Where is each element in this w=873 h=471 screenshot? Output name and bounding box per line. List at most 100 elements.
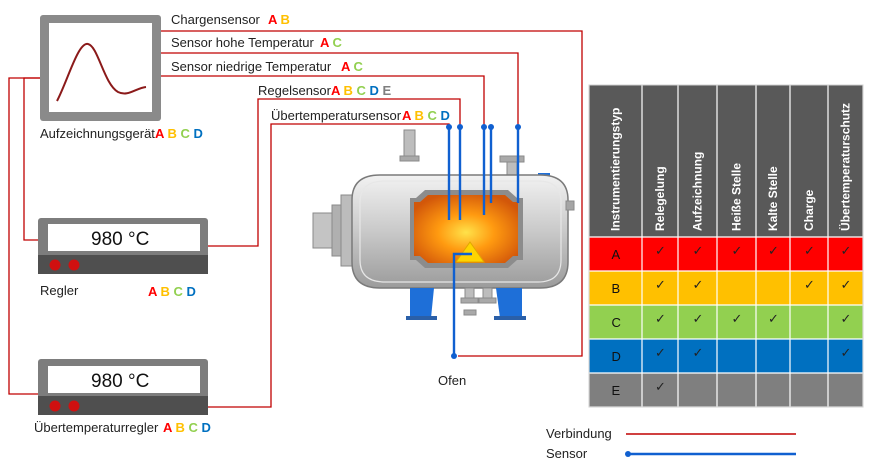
furnace-leg-right [496,288,522,318]
table-border [588,84,864,408]
letter-b: B [172,420,185,435]
table-header-5: Charge [802,189,816,231]
overtemp-controller-label: Übertemperaturregler [34,420,159,435]
legend-sensor-label: Sensor [546,446,588,461]
overtemp-controller-led-left [49,400,61,412]
legend: Verbindung Sensor [546,426,796,461]
furnace-bottom-nozzle-left-cap [460,297,479,304]
table-row [589,237,863,271]
letter-a: A [163,420,173,435]
table-row-type: C [612,315,621,330]
letter-d: D [366,83,379,98]
check-mark: ✓ [804,244,815,259]
controller-display [48,224,200,251]
sensor-line-charge [452,252,472,356]
table-row-type: E [612,383,621,398]
check-mark: ✓ [768,312,779,327]
overtemp-controller-letters: A B C D [163,420,211,435]
connection-line-high-temp [160,52,519,127]
letter-b: B [411,108,424,123]
letter-b: B [157,284,170,299]
sensor-labels: Chargensensor A B Sensor hohe Temperatur… [171,12,450,123]
check-mark: ✓ [693,312,704,327]
check-mark: ✓ [693,278,704,293]
sensor-dot-charge [451,353,457,359]
letter-d: D [183,284,196,299]
recorder-label: Aufzeichnungsgerät [40,126,155,141]
table-row-type: D [612,349,621,364]
table-header-6: Übertemperaturschutz [838,103,853,231]
table-row-type: B [612,281,621,296]
furnace-bottom-nozzle-right-cap [478,297,497,304]
check-mark: ✓ [655,380,666,395]
high-temp-sensor-label: Sensor hohe Temperatur [171,35,315,50]
letter-e: E [379,83,392,98]
sensor-dot-high-temp [488,124,494,130]
letter-a: A [402,108,412,123]
overtemp-controller-led-right [68,400,80,412]
letter-c: C [177,126,191,141]
connection-line-control [208,98,461,247]
overtemp-sensor-letters: A B C D [402,108,450,123]
sensor-dot-low-temp [481,124,487,130]
table-row [589,305,863,339]
overtemp-sensor-label: Übertemperatursensor [271,108,402,123]
letter-c: C [424,108,438,123]
control-sensor-label: Regelsensor [258,83,332,98]
sensor-lines [447,127,520,356]
letter-c: C [185,420,199,435]
letter-a: A [331,83,341,98]
furnace-bottom-stub [463,309,477,316]
charge-sensor-letters: A B [268,12,290,27]
letter-c: C [170,284,184,299]
sensor-dots [446,124,521,359]
recorder-letters: A B C D [155,126,203,141]
furnace-leg-right-foot [494,316,526,320]
table-row [589,373,863,407]
recorder: Aufzeichnungsgerät A B C D [40,15,203,141]
furnace-hot-zone [414,195,518,263]
furnace-nozzle-right-cap [499,155,525,163]
letter-a: A [341,59,351,74]
check-mark: ✓ [655,346,666,361]
letter-c: C [353,83,367,98]
furnace-leg-left-foot [406,316,437,320]
check-mark: ✓ [732,312,743,327]
controller-lower-panel [38,255,208,274]
charge-sensor-label: Chargensensor [171,12,261,27]
connection-lines [8,30,583,408]
furnace-vessel-inner-rim [359,180,562,283]
check-mark: ✓ [655,312,666,327]
low-temp-sensor-letters: A C [341,59,364,74]
table-header-2: Aufzeichnung [691,152,705,231]
table-row [589,339,863,373]
table-header-4: Kalte Stelle [766,166,780,231]
high-temp-sensor-letters: A C [320,35,343,50]
low-temp-sensor-label: Sensor niedrige Temperatur [171,59,332,74]
letter-b: B [277,12,290,27]
controller: 980 °C Regler A B C D [38,218,208,299]
check-mark: ✓ [693,244,704,259]
furnace-right-stub [565,200,575,211]
letter-a: A [155,126,165,141]
connection-line-low-temp [160,75,485,127]
furnace-door-flange-2 [340,194,353,267]
overtemp-controller-display [48,366,200,393]
check-mark: ✓ [841,244,852,259]
controller-label: Regler [40,283,79,298]
legend-connection-label: Verbindung [546,426,612,441]
furnace: Ofen [312,129,575,388]
check-mark: ✓ [841,346,852,361]
table-header-1: Relegelung [653,166,667,231]
letter-b: B [340,83,353,98]
control-sensor-letters: A B C D E [331,83,392,98]
controller-led-right [68,259,80,271]
recorder-screen [49,23,152,112]
recorder-curve [56,43,147,102]
letter-c: C [329,35,343,50]
table-row-type: A [612,247,621,262]
connection-line-recorder-controller [23,77,41,241]
table-header-bg [589,85,863,237]
sensor-dot-control [457,124,463,130]
